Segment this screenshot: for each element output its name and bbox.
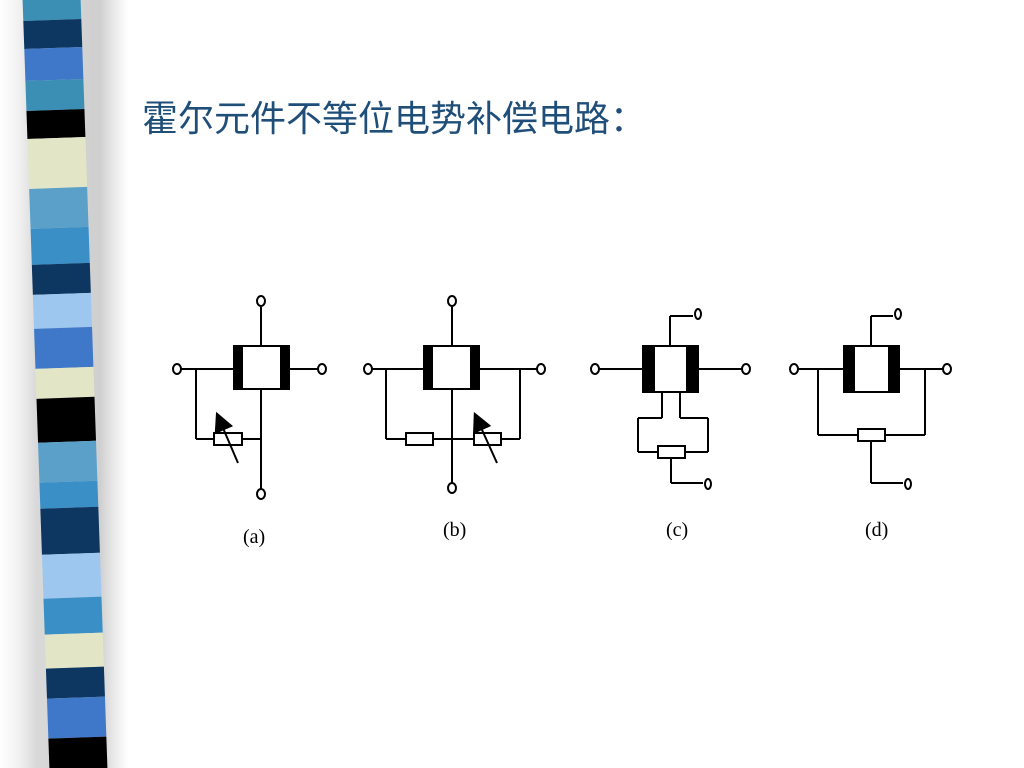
circuit-d	[789, 308, 952, 490]
slide-title: 霍尔元件不等位电势补偿电路：	[142, 99, 647, 140]
circuit-b	[363, 295, 546, 494]
caption-b: (b)	[443, 519, 466, 541]
caption-c: (c)	[666, 519, 688, 541]
decorative-side-band	[22, 0, 108, 768]
circuit-a	[172, 295, 327, 500]
hall-element-a	[233, 345, 290, 390]
caption-d: (d)	[865, 519, 888, 541]
circuit-c	[590, 308, 751, 490]
hall-element-b	[423, 345, 480, 390]
caption-a: (a)	[243, 526, 265, 548]
hall-element-d	[843, 345, 900, 393]
hall-element-c	[642, 345, 699, 393]
